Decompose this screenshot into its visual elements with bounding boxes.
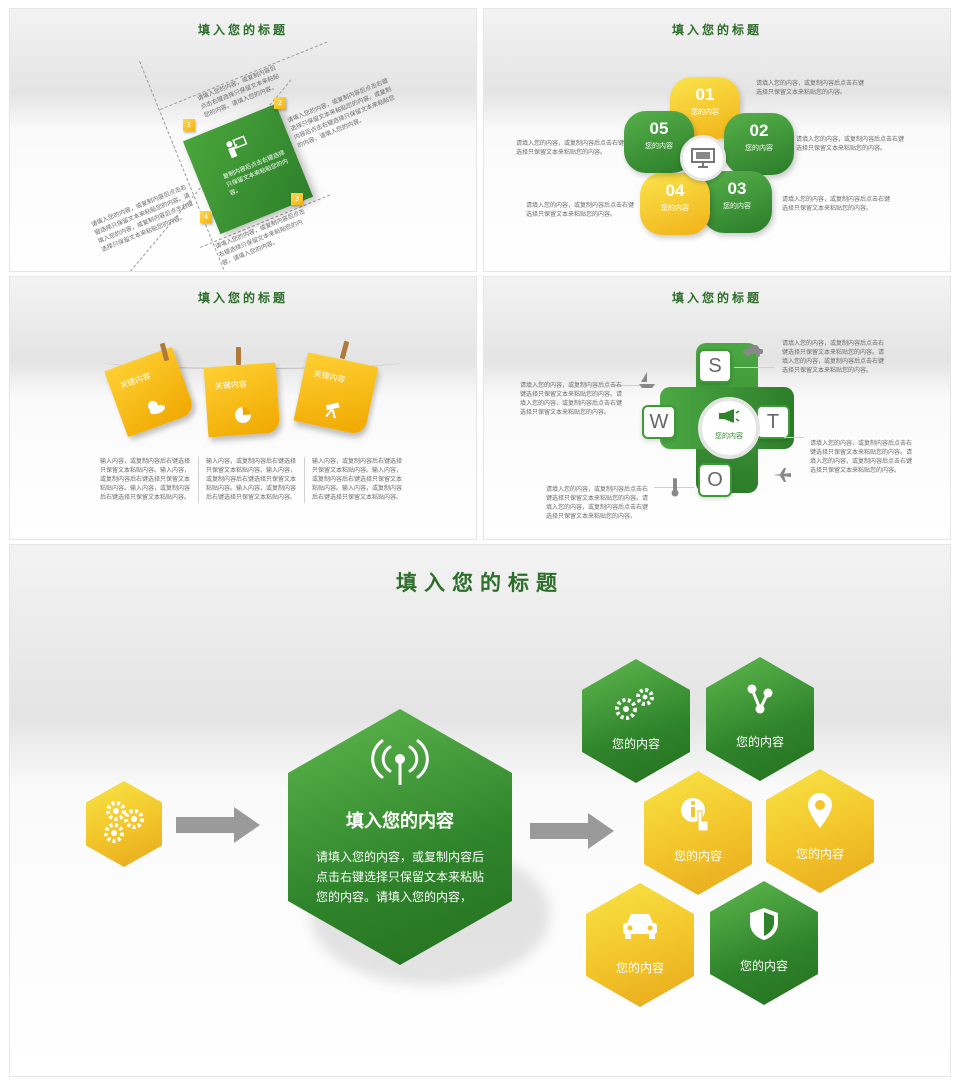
hex-share: 您的内容 xyxy=(706,657,814,781)
hex-label: 您的内容 xyxy=(673,849,722,863)
divider xyxy=(198,457,199,503)
petal-number: 01 xyxy=(695,85,715,104)
hex-label: 您的内容 xyxy=(795,847,844,861)
slide-2: 填入您的标题 01 您的内容 02 您的内容 03 您的内容 04 您的内容 0… xyxy=(484,9,950,271)
petal-label: 您的内容 xyxy=(645,142,673,150)
center-diamond: 复制内容后点击右键选择只保留文本来粘贴您的内容。 xyxy=(182,103,314,235)
thermometer-icon xyxy=(671,478,679,497)
petal-number: 05 xyxy=(649,119,669,138)
gears-icon xyxy=(104,801,144,843)
clothespin xyxy=(236,347,241,365)
petal-number: 04 xyxy=(665,181,685,200)
slide-title: 填入您的标题 xyxy=(671,23,762,37)
note-label: 关键内容 xyxy=(118,371,152,391)
petal-label: 您的内容 xyxy=(745,144,773,152)
petal-03: 03 您的内容 xyxy=(702,171,772,233)
slide-3: 填入您的标题 关键内容 关键内容 关键内容 输入内容，或复制内容后右键选择只保留… xyxy=(10,277,476,539)
petal-number: 02 xyxy=(749,121,769,140)
text-right-2: 请填入您的内容，或复制内容后点击右键选择只保留文本来粘贴您的内容。 xyxy=(782,196,891,212)
telescope-icon xyxy=(325,402,340,419)
text-top-right: 请填入您的内容，或复制内容后点击右键选择只保留文本来粘贴您的内容。请填入您的内容… xyxy=(782,340,885,374)
text-block-2: 请填入您的内容，或复制内容后点击右键选择只保留文本来粘贴您的内容。或复制内容后点… xyxy=(286,77,396,150)
number-badge-4: 4 xyxy=(200,211,212,223)
hex-label: 您的内容 xyxy=(615,961,664,975)
gears-hex xyxy=(86,781,162,867)
swot-w: W xyxy=(642,405,676,439)
divider xyxy=(304,457,305,503)
swot-center-label: 您的内容 xyxy=(715,432,743,440)
number-badge-2: 2 xyxy=(274,97,286,109)
petal-label: 您的内容 xyxy=(661,204,689,212)
text-top: 请填入您的内容，或复制内容后点击右键选择只保留文本来粘贴您的内容。 xyxy=(756,80,865,96)
swot-s: S xyxy=(698,349,732,383)
hex-settings: 您的内容 xyxy=(582,659,690,783)
text-column-2: 输入内容，或复制内容后右键选择只保留文本粘贴内容。输入内容，或复制内容后右键选择… xyxy=(206,458,297,501)
hex-label: 您的内容 xyxy=(611,737,660,751)
car-icon xyxy=(623,914,657,939)
note-label: 关键内容 xyxy=(312,369,347,385)
text-column-3: 输入内容，或复制内容后右键选择只保留文本粘贴内容。输入内容，或复制内容后右键选择… xyxy=(312,458,403,501)
pie-chart-icon xyxy=(235,406,252,423)
text-right-1: 请填入您的内容，或复制内容后点击右键选择只保留文本来粘贴您的内容。 xyxy=(796,136,905,152)
slide-title: 填入您的标题 xyxy=(671,291,762,305)
text-right: 请填入您的内容，或复制内容后点击右键选择只保留文本来粘贴您的内容。请填入您的内容… xyxy=(810,440,913,474)
main-body: 请填入您的内容，或复制内容后点击右键选择只保留文本来粘贴您的内容。请填入您的内容… xyxy=(316,850,485,904)
hex-info: 您的内容 xyxy=(644,771,752,895)
number-badge-1: 1 xyxy=(183,119,195,131)
sticky-note-3: 关键内容 xyxy=(293,352,379,436)
weather-icon xyxy=(147,400,166,415)
pointer-line xyxy=(734,367,774,368)
gears-icon xyxy=(615,688,654,720)
swot-o: O xyxy=(698,463,732,497)
pointer-line xyxy=(614,385,654,386)
slide-1: 填入您的标题 复制内容后点击右键选择只保留文本来粘贴您的内容。 1 2 3 4 … xyxy=(10,9,476,271)
antenna-icon xyxy=(371,739,429,785)
hex-location: 您的内容 xyxy=(766,769,874,893)
slide-title: 填入您的标题 xyxy=(197,23,288,37)
info-touch-icon xyxy=(681,798,709,832)
number-badge-3: 3 xyxy=(291,193,303,205)
megaphone-icon xyxy=(719,409,740,423)
note-label: 关键内容 xyxy=(214,379,248,391)
sticky-note-1: 关键内容 xyxy=(104,346,196,438)
shield-icon xyxy=(750,908,778,940)
slide-5: 填入您的标题 填入您的内容 xyxy=(10,545,950,1076)
text-left: 请填入您的内容，或复制内容后点击右键选择只保留文本来粘贴您的内容。请填入您的内容… xyxy=(520,382,623,416)
petal-label: 您的内容 xyxy=(723,202,751,210)
text-bottom-left: 请填入您的内容，或复制内容后点击右键选择只保留文本来粘贴您的内容。请填入您的内容… xyxy=(546,486,649,520)
airplane-icon xyxy=(773,468,791,482)
petal-label: 您的内容 xyxy=(691,108,719,116)
location-pin-icon xyxy=(808,793,832,828)
presenter-icon xyxy=(226,135,248,159)
swot-core: 您的内容 xyxy=(698,397,760,459)
center-disc xyxy=(680,135,726,181)
text-block-4: 请填入您的内容，或复制内容后点击右键选择只保留文本来粘贴您的内容。请填入您的内容… xyxy=(90,183,195,254)
petal-02: 02 您的内容 xyxy=(724,113,794,175)
arrow-right-icon xyxy=(530,813,614,849)
petal-number: 03 xyxy=(727,179,747,198)
pointer-line xyxy=(784,437,804,438)
text-left-2: 请填入您的内容，或复制内容后点击右键选择只保留文本来粘贴您的内容。 xyxy=(526,202,635,218)
hex-car: 您的内容 xyxy=(586,883,694,1007)
sticky-note-2: 关键内容 xyxy=(203,362,281,438)
slide-4: 填入您的标题 S W T O 您的内容 请填入您的内容，或复制内容后点击 xyxy=(484,277,950,539)
petal-04: 04 您的内容 xyxy=(640,173,710,235)
monitor-icon xyxy=(691,148,715,168)
text-column-1: 输入内容，或复制内容后右键选择只保留文本粘贴内容。输入内容，或复制内容后右键选择… xyxy=(100,458,191,501)
swot-t: T xyxy=(756,405,790,439)
slide-title: 填入您的标题 xyxy=(396,570,564,595)
main-content-hex: 填入您的内容 请填入您的内容，或复制内容后点击右键选择只保留文本来粘贴您的内容。… xyxy=(288,709,512,965)
boat-icon xyxy=(639,372,655,388)
hex-label: 您的内容 xyxy=(735,735,784,749)
car-icon xyxy=(743,345,763,357)
slide-title: 填入您的标题 xyxy=(197,291,288,305)
hex-shield: 您的内容 xyxy=(710,881,818,1005)
arrow-right-icon xyxy=(176,807,260,843)
text-left-1: 请填入您的内容，或复制内容后点击右键选择只保留文本来粘贴您的内容。 xyxy=(516,140,625,156)
main-heading: 填入您的内容 xyxy=(346,811,454,832)
hex-label: 您的内容 xyxy=(739,959,788,973)
share-icon xyxy=(747,684,773,714)
